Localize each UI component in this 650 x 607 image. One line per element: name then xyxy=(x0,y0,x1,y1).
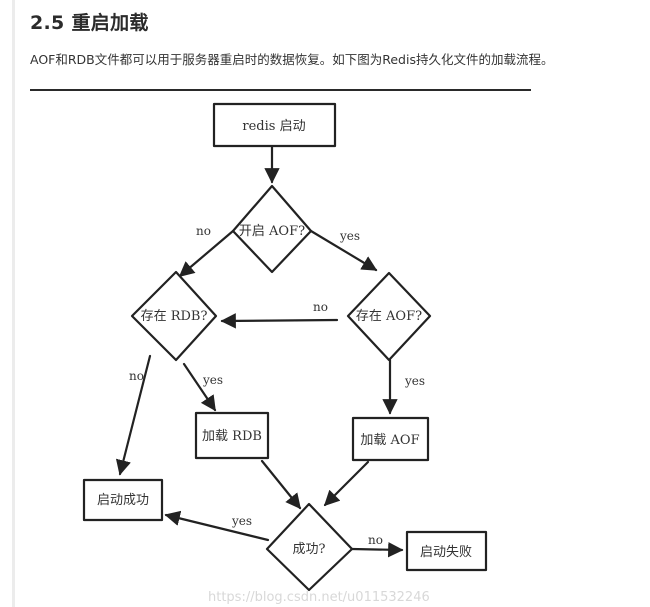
node-aof-exists-label: 存在 AOF? xyxy=(356,309,422,324)
node-load-rdb-label: 加载 RDB xyxy=(202,429,262,444)
node-load-aof-box xyxy=(351,416,430,462)
node-rdb-exists-label: 存在 RDB? xyxy=(141,309,208,324)
arrow-loadrdb-success xyxy=(260,459,302,510)
edge-rdb-exists-yes: yes xyxy=(202,373,223,387)
node-failed-label: 启动失败 xyxy=(420,545,472,560)
edge-rdb-exists-no: no xyxy=(129,369,144,383)
divider xyxy=(30,89,531,91)
watermark: https://blog.csdn.net/u011532246 xyxy=(208,590,430,605)
node-success-diamond xyxy=(265,502,354,592)
node-aof-enabled-label: 开启 AOF? xyxy=(239,224,305,239)
edge-aof-enabled-yes: yes xyxy=(339,229,360,243)
node-started-box xyxy=(82,478,164,522)
node-started-label: 启动成功 xyxy=(97,493,149,508)
section-intro: AOF和RDB文件都可以用于服务器重启时的数据恢复。如下图为Redis持久化文件… xyxy=(30,52,554,67)
edge-success-no: no xyxy=(368,533,383,547)
node-success-label: 成功? xyxy=(293,542,326,557)
node-failed-box xyxy=(405,530,488,572)
node-load-aof-label: 加载 AOF xyxy=(360,433,419,448)
node-start-label: redis 启动 xyxy=(242,119,305,134)
arrow-aof-no xyxy=(178,229,235,278)
node-aof-exists-diamond xyxy=(346,271,432,362)
left-border xyxy=(12,0,15,607)
arrow-rdb-yes xyxy=(182,362,217,412)
flow-arrows xyxy=(115,144,404,558)
edge-aof-exists-yes: yes xyxy=(404,374,425,388)
arrow-aof-yes xyxy=(309,229,378,272)
node-rdb-exists-diamond xyxy=(130,270,218,362)
edge-success-yes: yes xyxy=(231,514,252,528)
arrow-success-no xyxy=(350,542,404,558)
node-start-box xyxy=(212,102,337,148)
arrow-aofexists-no xyxy=(220,313,339,329)
node-aof-enabled-diamond xyxy=(231,184,313,274)
arrow-rdb-no xyxy=(115,354,152,476)
arrow-success-yes xyxy=(164,510,270,542)
edge-aof-enabled-no: no xyxy=(196,224,211,238)
edge-aof-exists-no: no xyxy=(313,300,328,314)
node-load-rdb-box xyxy=(194,411,270,460)
section-heading: 2.5 重启加载 xyxy=(30,12,149,34)
arrow-loadaof-success xyxy=(323,460,370,507)
